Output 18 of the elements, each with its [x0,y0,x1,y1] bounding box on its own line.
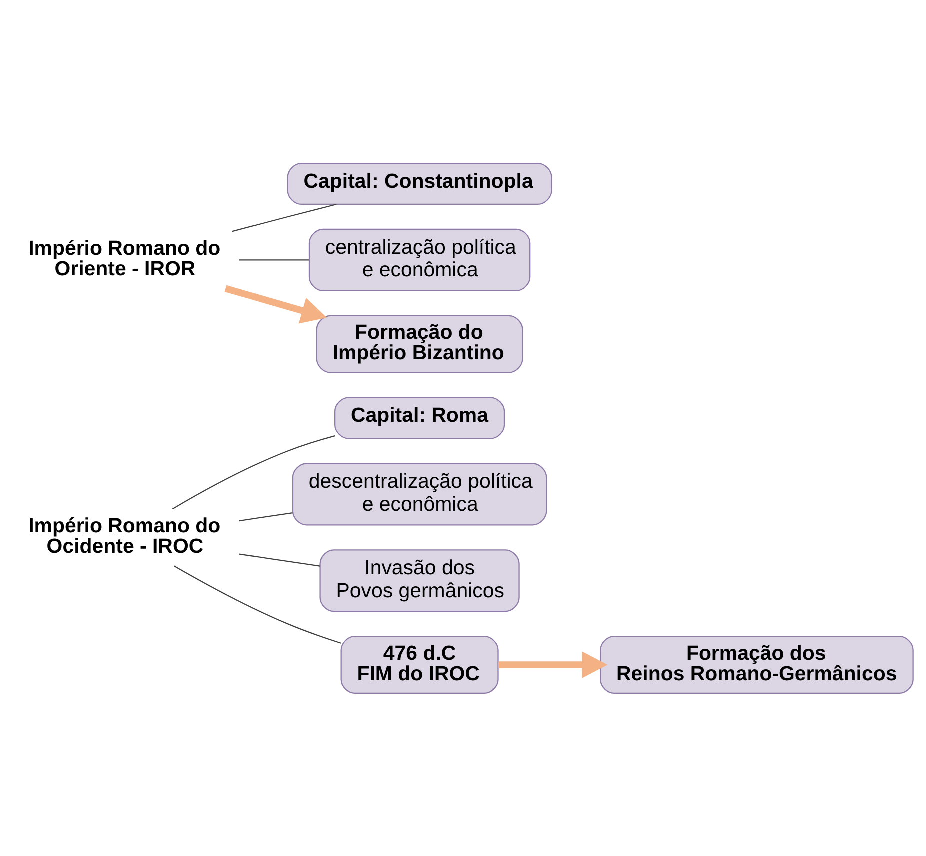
connector [239,259,310,260]
node-box: 476 d.C FIM do IROC [340,636,499,694]
connector [174,565,342,644]
node-box: Capital: Roma [334,396,506,439]
node-box: Formação do Império Bizantino [316,314,524,373]
connector [232,203,337,232]
node-box: Invasão dos Povos germânicos [320,549,520,612]
node-box: Formação dos Reinos Romano-Germânicos [600,636,914,694]
arrow [224,284,328,324]
node-box: centralização política e econômica [308,228,531,291]
arrow [498,651,608,678]
connector [239,553,320,566]
node-box: Capital: Constantinopla [287,162,552,205]
connector [239,512,293,522]
node-text: Império Romano do Oriente - IROR [28,236,221,280]
connector [172,435,336,510]
node-box: descentralização política e econômica [292,462,548,526]
node-text: Império Romano do Ocidente - IROC [28,514,221,558]
